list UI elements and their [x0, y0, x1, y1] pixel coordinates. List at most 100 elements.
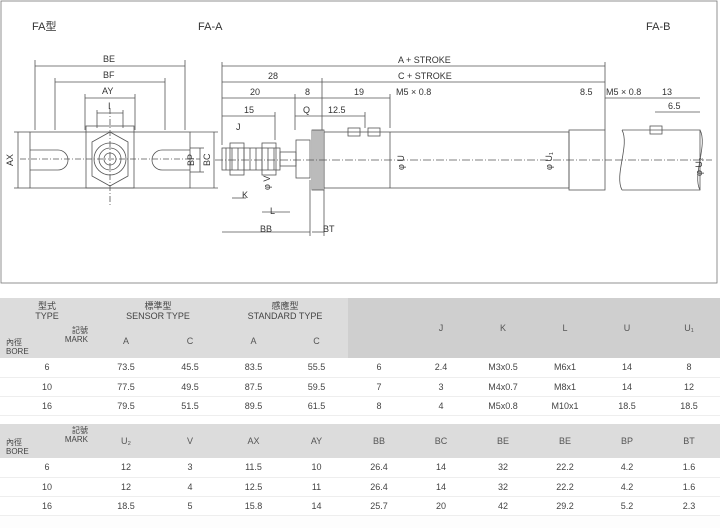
table-cell: 18.5 [596, 396, 659, 416]
table-cell: 15.8 [222, 496, 285, 516]
spec-table-1: 型式 TYPE 標準型 SENSOR TYPE 感應型 STANDARD TYP… [0, 298, 720, 424]
table-cell: M10x1 [534, 396, 597, 416]
col-header: A [94, 324, 158, 358]
col-header: L [534, 298, 597, 358]
mark-en: MARK [64, 435, 88, 444]
dim-8: 8 [305, 87, 311, 97]
table-cell: 12 [658, 377, 720, 397]
table-cell: 61.5 [285, 396, 349, 416]
dim-19: 19 [354, 87, 365, 97]
col-header: BP [596, 424, 658, 458]
table-row: 16 18.5 5 15.8 14 25.7 20 42 29.2 5.2 2.… [0, 496, 720, 516]
col-header: BT [658, 424, 720, 458]
dim-bf: BF [103, 70, 115, 80]
drawing-title-right: FA-B [646, 21, 671, 33]
dim-bb: BB [260, 224, 273, 234]
technical-drawing: FA型 FA-A FA-B BE BF AY I AX BP BC A + ST… [0, 0, 718, 284]
bore-zh: 內徑 [6, 338, 22, 347]
col-header: AX [222, 424, 285, 458]
bore-cell: 10 [0, 477, 94, 497]
table-cell: M5x0.8 [472, 396, 535, 416]
type-label: 型式 TYPE [0, 298, 94, 324]
col-header: A [222, 324, 286, 358]
mark-zh: 記號 [72, 426, 88, 435]
table-cell: 3 [410, 377, 473, 397]
mark-zh: 記號 [72, 326, 88, 335]
col-header: C [285, 324, 349, 358]
table-cell: 1.6 [658, 458, 720, 478]
table-row: 10 12 4 12.5 11 26.4 14 32 22.2 4.2 1.6 [0, 477, 720, 497]
table-cell: 6 [348, 358, 411, 378]
table-cell: 32 [472, 458, 534, 478]
table-row: 16 79.5 51.5 89.5 61.5 8 4 M5x0.8 M10x1 … [0, 396, 720, 416]
table-cell: 12.5 [222, 477, 285, 497]
dim-i: I [108, 101, 111, 111]
dim-ax: AX [5, 153, 15, 166]
table-cell: 29.2 [534, 496, 596, 516]
dim-bp: BP [186, 153, 196, 166]
drawing-title-left: FA型 [32, 21, 57, 33]
table-cell: 45.5 [158, 358, 223, 378]
table-cell: 87.5 [222, 377, 286, 397]
table-cell: 79.5 [94, 396, 158, 416]
dim-28: 28 [268, 71, 279, 81]
table-cell: 11.5 [222, 458, 285, 478]
table-cell: 26.4 [348, 458, 410, 478]
drawing-lines [0, 0, 718, 284]
table-cell: 59.5 [285, 377, 349, 397]
dim-bc: BC [202, 153, 212, 166]
dim-l: L [270, 206, 276, 216]
table-cell: 8 [348, 396, 411, 416]
col-header: U₂ [94, 424, 158, 458]
table-cell: 10 [285, 458, 348, 478]
table-cell: 32 [472, 477, 534, 497]
table-cell: 26.4 [348, 477, 410, 497]
col-header: AY [285, 424, 348, 458]
table-cell: 14 [596, 358, 659, 378]
dim-a-stroke: A + STROKE [398, 55, 451, 65]
bore-cell: 16 [0, 496, 94, 516]
dim-13: 13 [662, 87, 673, 97]
table-cell: 14 [285, 496, 348, 516]
sensor-type-group: 標準型 SENSOR TYPE [94, 298, 223, 324]
table-cell: M6x1 [534, 358, 597, 378]
type-label-en: TYPE [35, 311, 59, 321]
table-cell: 2.3 [658, 496, 720, 516]
sensor-zh: 標準型 [144, 301, 172, 311]
table-cell: 2.4 [410, 358, 473, 378]
type-label-zh: 型式 [37, 301, 56, 311]
col-header: BE [472, 424, 534, 458]
dim-phi-u1: φ U₁ [544, 152, 554, 170]
dim-j: J [236, 122, 241, 132]
dim-q: Q [303, 105, 311, 115]
table-cell: 4.2 [596, 477, 658, 497]
table-cell: 77.5 [94, 377, 158, 397]
dim-phi-v: φ V [262, 175, 272, 190]
table-cell: 14 [596, 377, 659, 397]
col-header: BE [534, 424, 596, 458]
table-cell: M8x1 [534, 377, 597, 397]
bore-cell: 6 [0, 458, 94, 478]
bore-cell: 10 [0, 377, 94, 397]
spec-tables: 型式 TYPE 標準型 SENSOR TYPE 感應型 STANDARD TYP… [0, 298, 720, 528]
table-cell: 73.5 [94, 358, 158, 378]
mark-en: MARK [64, 335, 88, 344]
table-cell: M3x0.5 [472, 358, 535, 378]
dim-ay: AY [102, 86, 114, 96]
table-cell: 22.2 [534, 458, 596, 478]
table-cell: 20 [410, 496, 472, 516]
col-header: K [472, 298, 535, 358]
dim-m5-thread-b: M5 × 0.8 [606, 87, 642, 97]
table-row: 10 77.5 49.5 87.5 59.5 7 3 M4x0.7 M8x1 1… [0, 377, 720, 397]
standard-type-group: 感應型 STANDARD TYPE [222, 298, 349, 324]
bore-en: BORE [6, 447, 29, 456]
table-cell: 42 [472, 496, 534, 516]
standard-en: STANDARD TYPE [247, 311, 323, 321]
bore-cell: 6 [0, 358, 94, 378]
dim-phi-u: φ U [396, 155, 406, 170]
bore-cell: 16 [0, 396, 94, 416]
